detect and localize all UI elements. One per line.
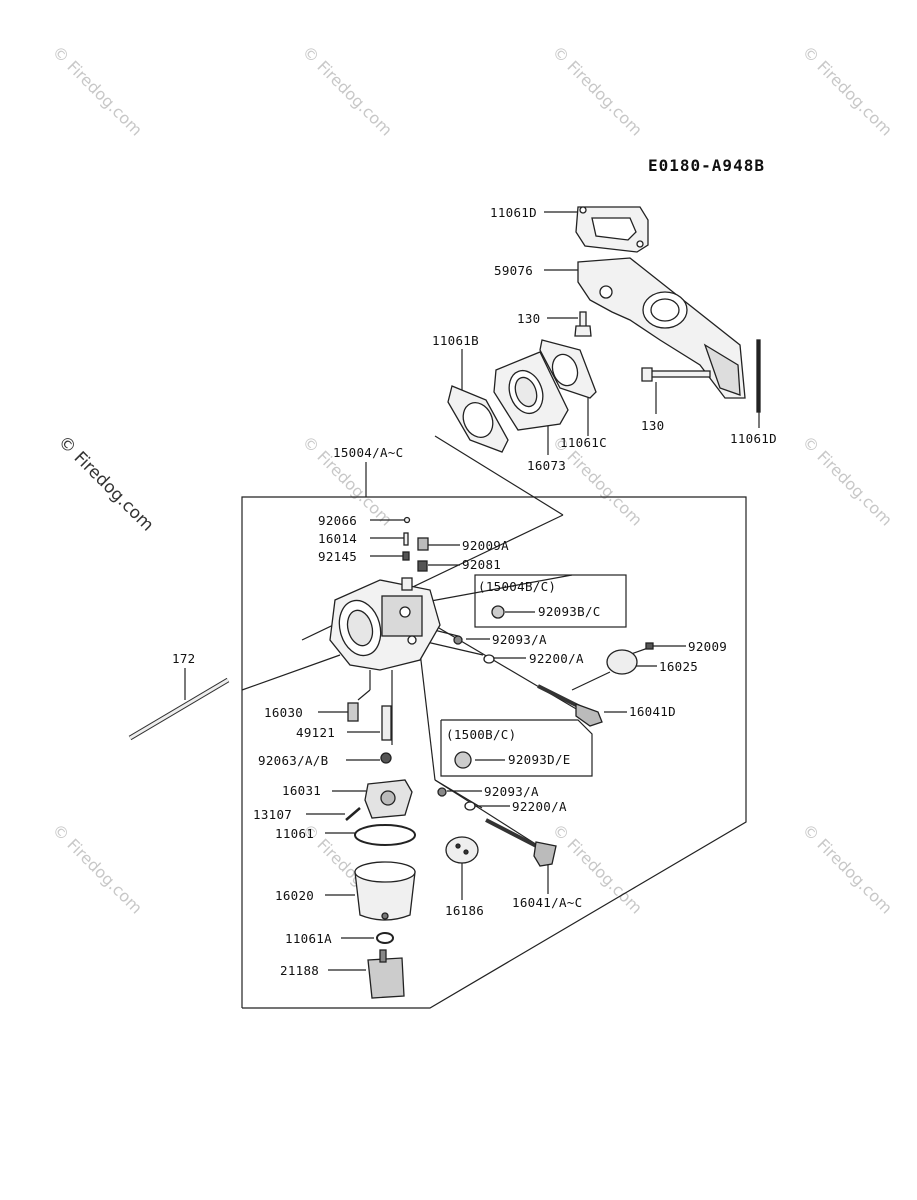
option-box-1500bc-title: (1500B/C): [446, 727, 517, 742]
label-21188: 21188: [280, 963, 320, 978]
plug-92066: [403, 516, 411, 524]
jet-16030: [347, 702, 359, 722]
screw-92009: [645, 642, 654, 650]
label-16014: 16014: [318, 531, 358, 546]
nut-92093a-2: [437, 787, 447, 797]
label-92145: 92145: [318, 549, 358, 564]
tube-49121: [381, 705, 392, 741]
pin-13107: [345, 807, 361, 821]
label-16073: 16073: [527, 458, 567, 473]
washer-11061a: [376, 932, 394, 944]
label-92200a-1: 92200/A: [529, 651, 584, 666]
label-11061c: 11061C: [560, 435, 607, 450]
label-16031: 16031: [282, 783, 322, 798]
label-16186: 16186: [445, 903, 485, 918]
label-13107: 13107: [253, 807, 293, 822]
label-92093a-2: 92093/A: [484, 784, 539, 799]
label-92200a-2: 92200/A: [512, 799, 567, 814]
nut-92093a-1: [453, 635, 463, 645]
bolt-130-b: [649, 370, 711, 378]
gasket-11061: [354, 824, 416, 846]
washer-92145: [402, 551, 410, 561]
label-15004: 15004/A~C: [333, 445, 404, 460]
label-16020: 16020: [275, 888, 315, 903]
solenoid-21188: [367, 957, 405, 999]
spring-92081: [417, 560, 428, 572]
label-172: 172: [172, 651, 196, 666]
label-11061d-right: 11061D: [730, 431, 777, 446]
label-59076: 59076: [494, 263, 534, 278]
label-11061a: 11061A: [285, 931, 332, 946]
label-11061: 11061: [275, 826, 315, 841]
washer-92200a-2: [464, 801, 476, 811]
plate-16025: [606, 649, 638, 675]
label-92093de: 92093D/E: [508, 752, 571, 767]
diagram-code: E0180-A948B: [648, 156, 765, 175]
label-92009a: 92009A: [462, 538, 509, 553]
assembly-frame: [241, 496, 747, 1009]
option-box-15004bc-title: (15004B/C): [478, 579, 557, 594]
label-92093a-1: 92093/A: [492, 632, 547, 647]
label-92081: 92081: [462, 557, 502, 572]
label-16041d: 16041D: [629, 704, 676, 719]
nut-92093bc: [491, 605, 505, 619]
nut-92093de: [454, 751, 472, 769]
plate-16186: [445, 836, 479, 864]
label-16030: 16030: [264, 705, 304, 720]
washer-92200a-1: [483, 654, 495, 664]
label-16025: 16025: [659, 659, 699, 674]
label-130-b: 130: [641, 418, 665, 433]
label-11061b: 11061B: [432, 333, 479, 348]
label-92063: 92063/A/B: [258, 753, 329, 768]
option-box-15004bc: [474, 574, 627, 628]
label-130-a: 130: [517, 311, 541, 326]
label-92066: 92066: [318, 513, 358, 528]
jet-16014: [403, 532, 409, 546]
oring-92063: [380, 752, 392, 764]
label-92009: 92009: [688, 639, 728, 654]
gasket-11061d-side: [756, 339, 761, 413]
option-box-1500bc: [440, 719, 593, 777]
label-49121: 49121: [296, 725, 336, 740]
label-11061d-top: 11061D: [490, 205, 537, 220]
label-92093bc: 92093B/C: [538, 604, 601, 619]
screw-92009a: [417, 537, 429, 551]
label-16041ac: 16041/A~C: [512, 895, 583, 910]
